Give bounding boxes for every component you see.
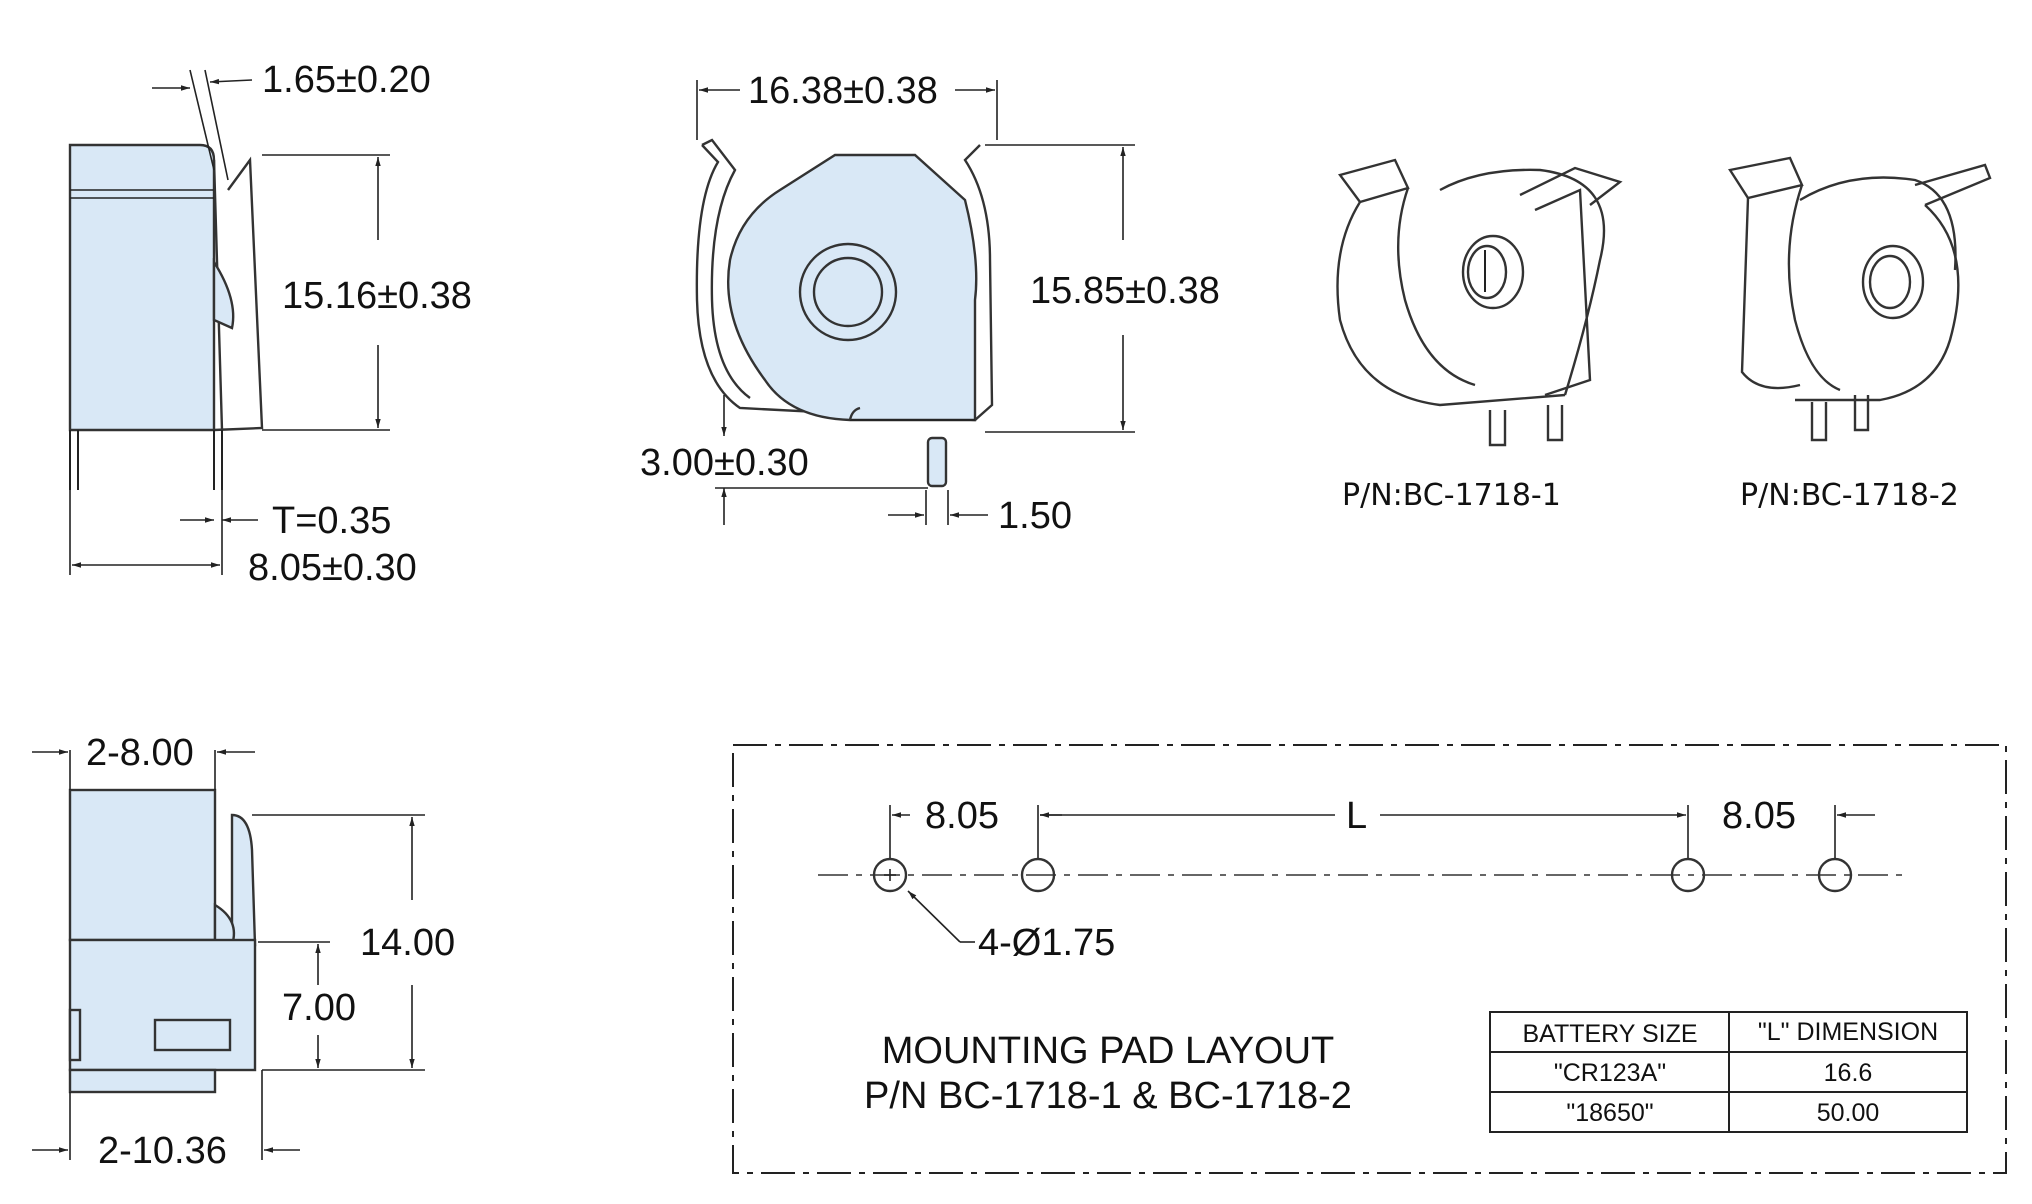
dim-side-thickness: T=0.35: [272, 500, 391, 542]
part-bc-1718-2-iso: P/N:BC-1718-2: [1728, 156, 1992, 513]
table-cell-l-2: 50.00: [1817, 1099, 1880, 1127]
table-header-l-dimension: "L" DIMENSION: [1758, 1018, 1938, 1046]
label-part-1: P/N:BC-1718-1: [1342, 478, 1561, 513]
pad-hole-2: [1020, 857, 1056, 893]
dim-front-pin-height: 3.00±0.30: [640, 442, 809, 484]
battery-size-table: BATTERY SIZE "L" DIMENSION "CR123A" 16.6…: [1489, 1011, 1968, 1133]
pad-hole-3: [1670, 857, 1706, 893]
front-view-disc: [726, 153, 978, 422]
pad-left-spacing: 8.05: [925, 795, 999, 837]
pad-layout-title: MOUNTING PAD LAYOUT: [882, 1030, 1335, 1072]
side-view-body: [68, 143, 216, 432]
pad-hole-1: [872, 857, 908, 893]
label-part-2: P/N:BC-1718-2: [1740, 478, 1959, 513]
dim-front-pin-width: 1.50: [998, 495, 1072, 537]
front-view-pin: [926, 436, 948, 488]
side-view: 1.65±0.20 15.16±0.38 T=0.35 8.05±0.30: [68, 59, 472, 589]
dim-side-height: 15.16±0.38: [282, 275, 472, 317]
pad-center-spacing: L: [1346, 795, 1367, 837]
dim-side-width: 8.05±0.30: [248, 547, 417, 589]
bottom-view: 2-8.00 14.00 7.00 2-10.36: [32, 732, 455, 1172]
part-bc-1718-1-iso: P/N:BC-1718-1: [1336, 158, 1623, 513]
table-cell-l-1: 16.6: [1824, 1059, 1873, 1087]
front-view: 16.38±0.38 15.85±0.38 3.00±0.30 1.50: [640, 70, 1220, 537]
pad-right-spacing: 8.05: [1722, 795, 1796, 837]
dim-side-top-thickness: 1.65±0.20: [262, 59, 431, 101]
front-view-clip: [695, 138, 994, 422]
table-cell-battery-2: "18650": [1566, 1099, 1653, 1127]
pad-layout-frame: [732, 744, 2007, 1174]
dim-bottom-height: 14.00: [360, 922, 455, 964]
table-cell-battery-1: "CR123A": [1554, 1059, 1666, 1087]
dim-front-height: 15.85±0.38: [1030, 270, 1220, 312]
table-header-battery-size: BATTERY SIZE: [1522, 1020, 1697, 1048]
dim-front-width: 16.38±0.38: [748, 70, 938, 112]
pad-hole-4: [1817, 857, 1853, 893]
bottom-view-spring: [230, 813, 257, 947]
pad-hole-callout: 4-Ø1.75: [978, 922, 1115, 964]
pad-layout-subtitle: P/N BC-1718-1 & BC-1718-2: [864, 1075, 1352, 1117]
dim-bottom-width: 2-10.36: [98, 1130, 227, 1172]
dim-bottom-mid-height: 7.00: [282, 987, 356, 1029]
bottom-view-upper-body: [68, 788, 217, 942]
mounting-pad-layout: 8.05 L 8.05 4-Ø1.75 MOUNTING PAD LAYOUT …: [732, 744, 2007, 1174]
dim-bottom-top-width: 2-8.00: [86, 732, 194, 774]
